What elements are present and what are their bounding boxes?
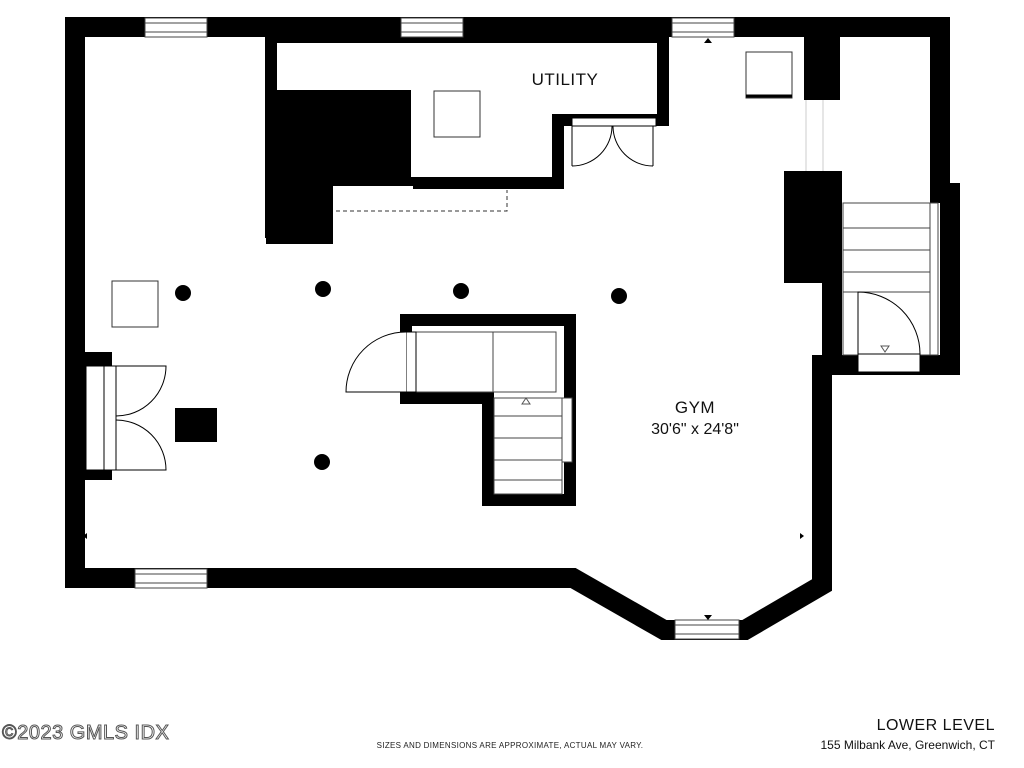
left-fixture [111,280,159,328]
property-address: 155 Milbank Ave, Greenwich, CT [820,738,995,752]
window-icon [134,17,740,640]
stair-icon [415,331,573,495]
gym-dimensions: 30'6" x 24'8" [651,421,739,438]
watermark: ©2023 GMLS IDX [1,722,170,745]
right-stair-wall [822,283,842,373]
dashed-line [336,190,508,212]
door-icon [571,117,657,167]
black-block [175,408,217,442]
disclaimer-text: SIZES AND DIMENSIONS ARE APPROXIMATE, AC… [376,741,644,750]
utility-block-cut [333,186,413,246]
exterior-wall [65,17,960,640]
column-icon [175,281,627,470]
door-icon [103,365,167,471]
right-wall-stub [784,171,842,283]
direction-arrow-icon [880,345,890,353]
door-icon [345,331,417,393]
level-title: LOWER LEVEL [876,717,995,734]
left-alcove-inner [85,365,105,471]
utility-fixture-top [745,51,793,99]
door-icon [857,291,921,373]
utility-room-label: UTILITY [531,70,599,89]
stairwell-wall [400,314,576,506]
right-wall-stub-top [804,37,840,100]
direction-arrow-icon [83,38,804,620]
utility-fixture [433,90,481,138]
direction-arrow-icon [521,397,531,405]
gym-room-label: GYM [674,398,716,417]
